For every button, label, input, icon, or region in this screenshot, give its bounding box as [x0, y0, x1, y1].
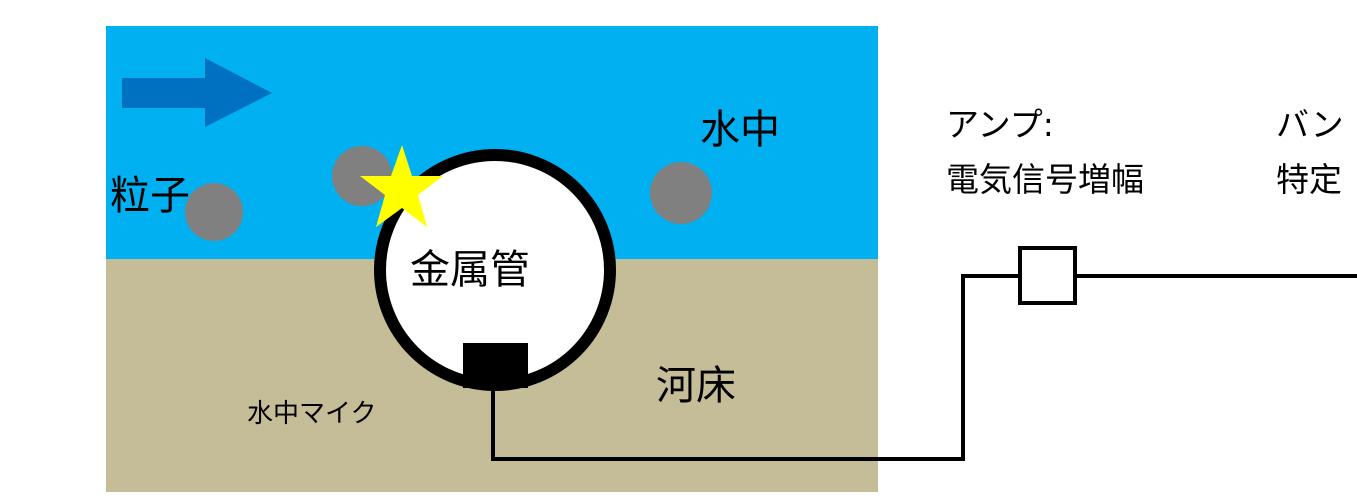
impact-star-icon — [360, 145, 443, 227]
riverbed-label: 河床 — [656, 363, 736, 409]
hydrophone-label: 水中マイク — [247, 399, 377, 429]
bandpass-label-desc: 特定 — [1276, 160, 1342, 199]
bandpass-label-title: バン — [1276, 105, 1344, 144]
hydrophone-sensor — [463, 343, 528, 388]
particle-right — [650, 162, 712, 224]
signal-wire — [491, 274, 1022, 461]
amplifier-label-desc: 電気信号増幅 — [946, 160, 1144, 199]
metal-pipe-label: 金属管 — [410, 247, 530, 293]
water-label: 水中 — [700, 107, 780, 153]
flow-arrow-icon — [122, 58, 272, 127]
particle-left — [185, 183, 243, 241]
amplifier-label-title: アンプ: — [946, 105, 1054, 144]
particle-label: 粒子 — [110, 173, 190, 219]
amplifier-box — [1018, 246, 1077, 305]
